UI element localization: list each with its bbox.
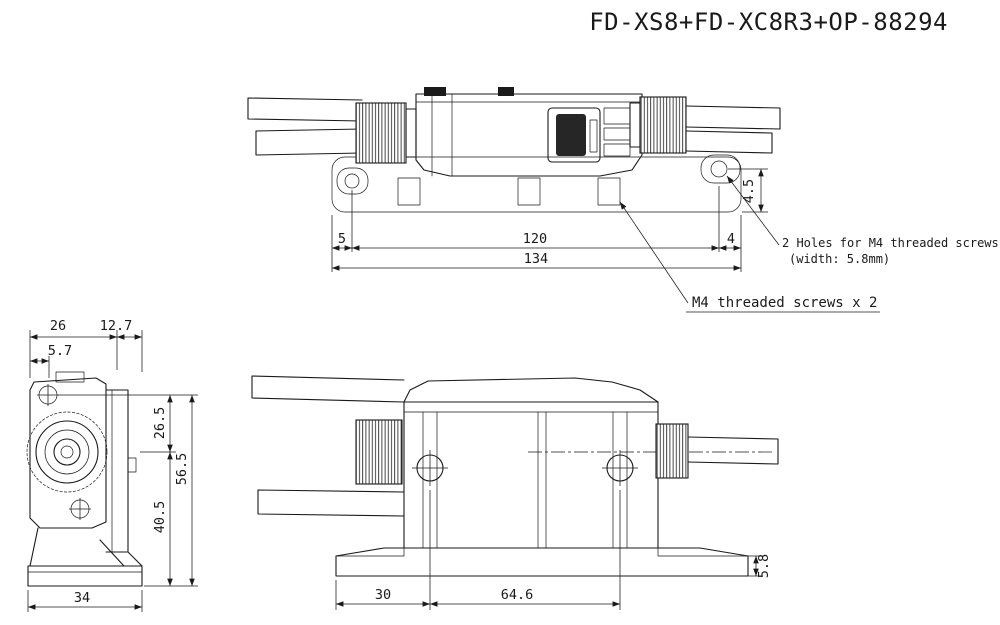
connector-nut	[355, 419, 403, 485]
dim-front-base-thickness: 5.8	[756, 554, 772, 578]
holes-note-line2: (width: 5.8mm)	[789, 252, 890, 266]
front-base	[335, 547, 749, 577]
dim-top-offset-right: 4	[727, 231, 735, 247]
front-view-drawing	[251, 375, 779, 577]
top-right-hole	[710, 160, 728, 178]
holes-note-line1: 2 Holes for M4 threaded screws	[782, 236, 999, 250]
button-detail	[603, 127, 631, 141]
cable	[247, 97, 363, 122]
connector-nut	[639, 96, 687, 154]
button-detail	[603, 107, 631, 125]
mount-tab	[397, 177, 421, 206]
top-view-drawing	[247, 87, 781, 213]
dim-side-upper-height: 26.5	[152, 407, 168, 440]
cable	[255, 128, 363, 156]
dim-side-bracket-width: 12.7	[100, 318, 133, 334]
top-left-ear	[336, 167, 369, 195]
annotations: 2 Holes for M4 threaded screws (width: 5…	[619, 175, 999, 313]
side-view-dimensions: 26 12.7 5.7 26.5 40.5 56.5 34	[27, 318, 198, 612]
cable	[251, 375, 405, 403]
amplifier-body	[415, 93, 643, 177]
display-screen	[556, 114, 586, 156]
dim-side-base-width: 34	[74, 590, 90, 606]
drawing-title: FD-XS8+FD-XC8R3+OP-88294	[589, 8, 948, 36]
connector-collar	[405, 108, 417, 158]
display-window	[547, 107, 601, 163]
bracket-plate	[105, 389, 129, 553]
screws-note: M4 threaded screws x 2	[692, 295, 877, 311]
front-view-dimensions: 30 64.6 5.8	[335, 490, 772, 610]
connector-nut	[355, 102, 407, 164]
dim-top-offset-left: 5	[338, 231, 346, 247]
front-lid	[403, 377, 659, 403]
mount-tab	[597, 177, 621, 206]
cable	[685, 130, 773, 154]
dim-top-hole-pitch: 120	[523, 231, 547, 247]
connector-collar	[629, 102, 641, 148]
dim-side-inner-offset: 5.7	[48, 343, 72, 359]
cable	[257, 489, 405, 517]
button-detail	[603, 143, 631, 157]
dim-front-hole-pitch: 64.6	[501, 587, 534, 603]
dim-side-lower-height: 40.5	[152, 501, 168, 534]
side-view-drawing	[26, 371, 143, 587]
clamp-lever	[498, 87, 514, 96]
clamp-lever	[424, 87, 446, 96]
top-left-hole	[344, 173, 360, 189]
cable	[687, 436, 779, 465]
cable	[685, 105, 781, 130]
dim-side-overall-height: 56.5	[174, 453, 190, 486]
dim-front-edge-to-hole: 30	[375, 587, 391, 603]
dim-side-body-width: 26	[50, 318, 66, 334]
dim-top-overall: 134	[524, 251, 548, 267]
dim-top-ear-offset: 4.5	[741, 179, 757, 203]
mount-foot	[27, 565, 143, 587]
mount-tab	[517, 177, 541, 206]
top-base-plate	[331, 156, 742, 213]
top-view-dimensions: 5 120 4 134 4.5	[331, 168, 768, 272]
connector-nut	[655, 423, 689, 479]
side-body	[29, 377, 107, 529]
connector-knurl-ring	[26, 411, 108, 493]
